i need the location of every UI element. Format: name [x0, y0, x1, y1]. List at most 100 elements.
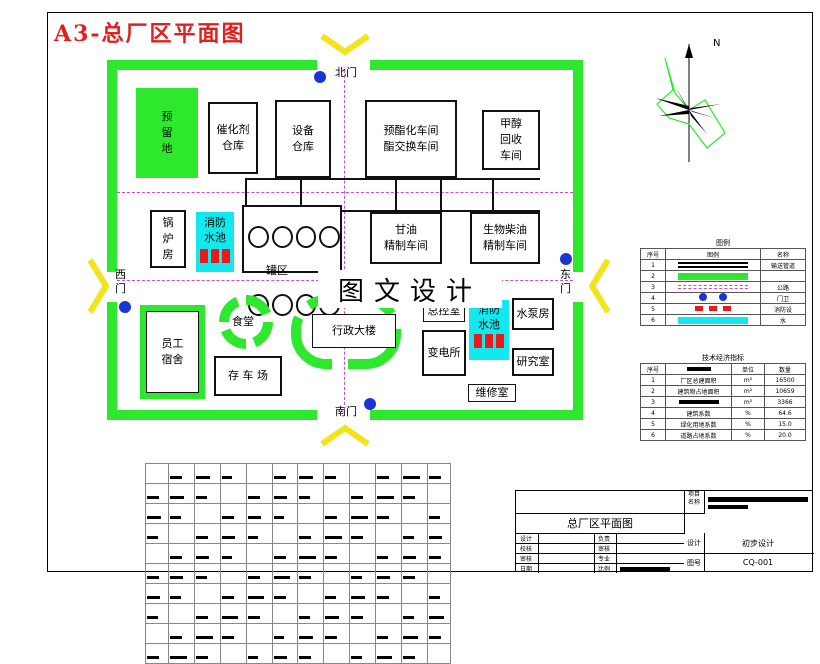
pipe-secondary: [310, 210, 540, 212]
economics-value: 64.6: [764, 407, 806, 419]
schedule-cell: [375, 483, 403, 504]
wind-rose-sector: [689, 104, 721, 110]
redacted-text: [221, 596, 234, 599]
schedule-cell: [323, 583, 351, 604]
redacted-text: [351, 576, 363, 579]
title-block-cell: [516, 491, 685, 514]
schedule-cell: [193, 643, 221, 664]
pipe-riser: [245, 178, 247, 206]
schedule-cell: [323, 523, 351, 544]
schedule-cell: [323, 563, 351, 584]
schedule-cell: [167, 463, 195, 484]
fire-pump-icon: [496, 334, 504, 348]
schedule-cell: [401, 463, 429, 484]
economics-value: 3366: [764, 396, 806, 408]
redacted-text: [195, 476, 211, 479]
economics-header: 数量: [764, 363, 806, 375]
schedule-cell: [271, 583, 299, 604]
redacted-text: [429, 596, 440, 599]
redacted-text: [299, 576, 312, 579]
schedule-cell: [323, 623, 351, 644]
redacted-text: [195, 536, 208, 539]
schedule-cell: [193, 623, 221, 644]
schedule-cell: [193, 523, 221, 544]
redacted-text: [325, 636, 338, 639]
schedule-cell: [145, 483, 169, 504]
pipe-riser: [300, 178, 302, 206]
legend-header: 序号: [640, 248, 666, 260]
redacted-text: [325, 616, 339, 619]
schedule-cell: [401, 543, 429, 564]
legend-row: 3 公路: [640, 281, 806, 293]
legend-no: 5: [640, 303, 666, 315]
fire-pool-west: 消防 水池: [196, 212, 234, 272]
redacted-text: [221, 636, 234, 639]
sign-row-label: 负责: [598, 536, 611, 543]
schedule-cell: [219, 583, 247, 604]
east-gate-chevron-icon: [588, 258, 611, 314]
redacted-text: [273, 596, 286, 599]
schedule-cell: [297, 503, 325, 524]
economics-unit: m²: [731, 385, 765, 397]
economics-no: 3: [640, 396, 666, 408]
redacted-text: [377, 476, 390, 479]
redacted-text: [273, 636, 285, 639]
fire-pump-group: [196, 249, 234, 263]
redacted-text: [169, 656, 187, 659]
schedule-cell: [427, 543, 451, 564]
schedule-cell: [219, 563, 247, 584]
redacted-text: [195, 576, 207, 579]
schedule-cell: [349, 543, 377, 564]
fire-pump-icon: [200, 249, 208, 263]
schedule-cell: [349, 563, 377, 584]
catalyst-store: 催化剂 仓库: [208, 102, 258, 174]
legend-name: 输送管道: [760, 259, 806, 271]
drawing-name: 总厂区平面图: [516, 513, 685, 534]
redacted-text: [247, 536, 259, 539]
redacted-text: [299, 476, 313, 479]
wind-rose-sector: [675, 86, 689, 110]
wall-north-left: [107, 60, 317, 70]
redacted-text: [221, 556, 233, 559]
schedule-cell: [427, 643, 451, 664]
economics-row: 6 道路占地系数 % 20.0: [640, 429, 806, 441]
economics-item: 建筑物占地面积: [665, 385, 732, 397]
schedule-cell: [271, 523, 299, 544]
schedule-cell: [193, 583, 221, 604]
economics-value: 20.0: [764, 429, 806, 441]
redacted-text: [147, 536, 158, 539]
redacted-text: [247, 496, 260, 499]
schedule-cell: [245, 503, 273, 524]
wind-rose-sector: [689, 110, 707, 134]
legend-symbol: [665, 259, 761, 271]
redacted-text: [299, 636, 313, 639]
legend-name: 消防设: [760, 303, 806, 315]
schedule-cell: [349, 603, 377, 624]
wall-north-right: [370, 60, 583, 70]
economics-header: 单位: [731, 363, 765, 375]
equipment-store: 设备 仓库: [275, 100, 331, 178]
schedule-cell: [427, 583, 451, 604]
staff-dormitory: 员工 宿舍: [146, 311, 199, 393]
redacted-text: [195, 496, 207, 499]
redacted-text: [351, 656, 363, 659]
schedule-cell: [145, 503, 169, 524]
redacted-text: [221, 616, 239, 619]
schedule-cell: [297, 583, 325, 604]
economics-item: 道路占地系数: [665, 429, 732, 441]
schedule-cell: [323, 503, 351, 524]
tank-area-label: 罐区: [266, 264, 288, 277]
schedule-cell: [167, 563, 195, 584]
schedule-cell: [167, 523, 195, 544]
schedule-cell: [271, 503, 299, 524]
schedule-cell: [427, 523, 451, 544]
schedule-cell: [427, 623, 451, 644]
schedule-cell: [297, 483, 325, 504]
redacted-text: [377, 496, 395, 499]
schedule-cell: [245, 543, 273, 564]
redacted-text: [147, 616, 158, 619]
admin-building: 行政大楼: [312, 314, 396, 348]
wall-east-bottom: [573, 302, 583, 420]
schedule-cell: [271, 483, 299, 504]
title-block: 总厂区平面图 项目 名称 设计 初步设计 图号 CQ-001 设计 校核 审核 …: [515, 490, 814, 573]
